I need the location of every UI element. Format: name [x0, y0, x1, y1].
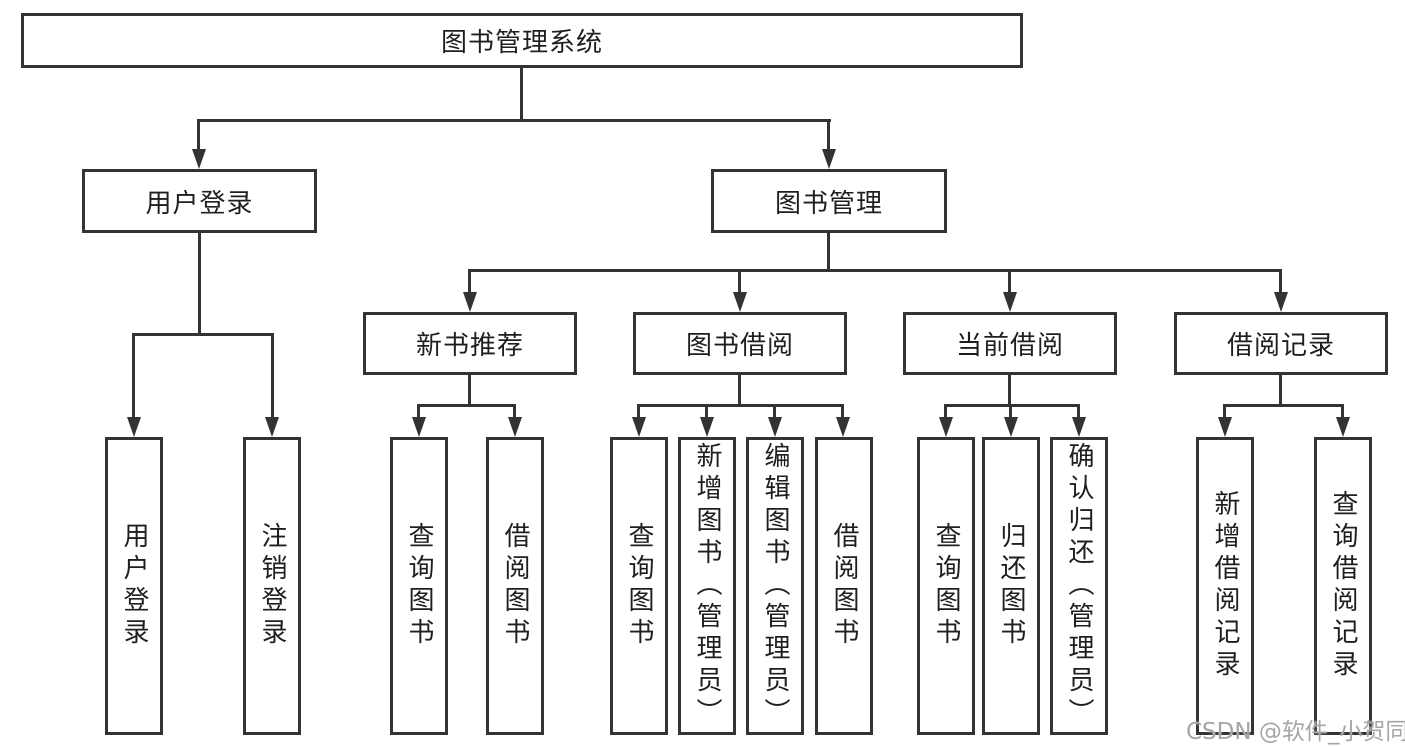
connector-arrow — [127, 417, 141, 437]
connector-line — [198, 233, 201, 336]
connector-arrow — [768, 417, 782, 437]
connector-line — [417, 404, 516, 407]
connector-line — [1223, 404, 1344, 407]
connector-line — [417, 404, 420, 419]
leaf-query-books-current: 查询图书 — [917, 437, 975, 735]
connector-line — [1341, 404, 1344, 419]
connector-line — [132, 333, 135, 419]
connector-line — [271, 333, 274, 419]
leaf-confirm-return-admin: 确认归还（管理员） — [1050, 437, 1108, 735]
connector-line — [1008, 375, 1011, 407]
leaf-query-books-recommend: 查询图书 — [390, 437, 448, 735]
node-book-management: 图书管理 — [711, 169, 947, 233]
connector-line — [773, 404, 776, 419]
node-book-borrowing: 图书借阅 — [633, 312, 847, 375]
connector-line — [827, 233, 830, 272]
leaf-query-borrow-record: 查询借阅记录 — [1314, 437, 1372, 735]
connector-arrow — [632, 417, 646, 437]
connector-arrow — [1072, 417, 1086, 437]
connector-line — [944, 404, 1080, 407]
leaf-edit-book-admin: 编辑图书（管理员） — [746, 437, 804, 735]
leaf-return-book: 归还图书 — [982, 437, 1040, 735]
connector-arrow — [1218, 417, 1232, 437]
connector-line — [738, 375, 741, 407]
node-new-book-recommendation: 新书推荐 — [363, 312, 577, 375]
connector-line — [841, 404, 844, 419]
connector-arrow — [412, 417, 426, 437]
connector-arrow — [939, 417, 953, 437]
connector-line — [637, 404, 844, 407]
connector-line — [1279, 269, 1282, 294]
node-current-borrowing: 当前借阅 — [903, 312, 1117, 375]
connector-arrow — [822, 149, 836, 169]
leaf-user-login: 用户登录 — [105, 437, 163, 735]
leaf-logout: 注销登录 — [243, 437, 301, 735]
node-user-login: 用户登录 — [82, 169, 317, 233]
connector-arrow — [192, 149, 206, 169]
connector-line — [513, 404, 516, 419]
watermark: CSDN @软件_小贺同学 — [1186, 719, 1405, 745]
connector-line — [197, 119, 831, 122]
leaf-add-book-admin: 新增图书（管理员） — [678, 437, 736, 735]
connector-arrow — [1274, 292, 1288, 312]
node-root: 图书管理系统 — [21, 13, 1023, 68]
connector-arrow — [1336, 417, 1350, 437]
connector-line — [705, 404, 708, 419]
connector-arrow — [836, 417, 850, 437]
connector-line — [1008, 269, 1011, 294]
connector-line — [468, 375, 471, 407]
connector-line — [1223, 404, 1226, 419]
connector-line — [468, 269, 471, 294]
leaf-query-books-borrow: 查询图书 — [610, 437, 668, 735]
leaf-borrow-books-recommend: 借阅图书 — [486, 437, 544, 735]
connector-line — [468, 269, 1282, 272]
connector-line — [637, 404, 640, 419]
connector-line — [944, 404, 947, 419]
connector-arrow — [463, 292, 477, 312]
connector-arrow — [1004, 417, 1018, 437]
leaf-borrow-book: 借阅图书 — [815, 437, 873, 735]
connector-arrow — [265, 417, 279, 437]
connector-line — [827, 119, 830, 151]
connector-line — [197, 119, 200, 151]
connector-line — [738, 269, 741, 294]
connector-line — [520, 68, 523, 122]
connector-line — [1077, 404, 1080, 419]
node-borrowing-records: 借阅记录 — [1174, 312, 1388, 375]
connector-arrow — [1003, 292, 1017, 312]
connector-line — [1279, 375, 1282, 407]
leaf-add-borrow-record: 新增借阅记录 — [1196, 437, 1254, 735]
connector-arrow — [508, 417, 522, 437]
connector-line — [132, 333, 274, 336]
connector-arrow — [700, 417, 714, 437]
connector-line — [1009, 404, 1012, 419]
connector-arrow — [733, 292, 747, 312]
